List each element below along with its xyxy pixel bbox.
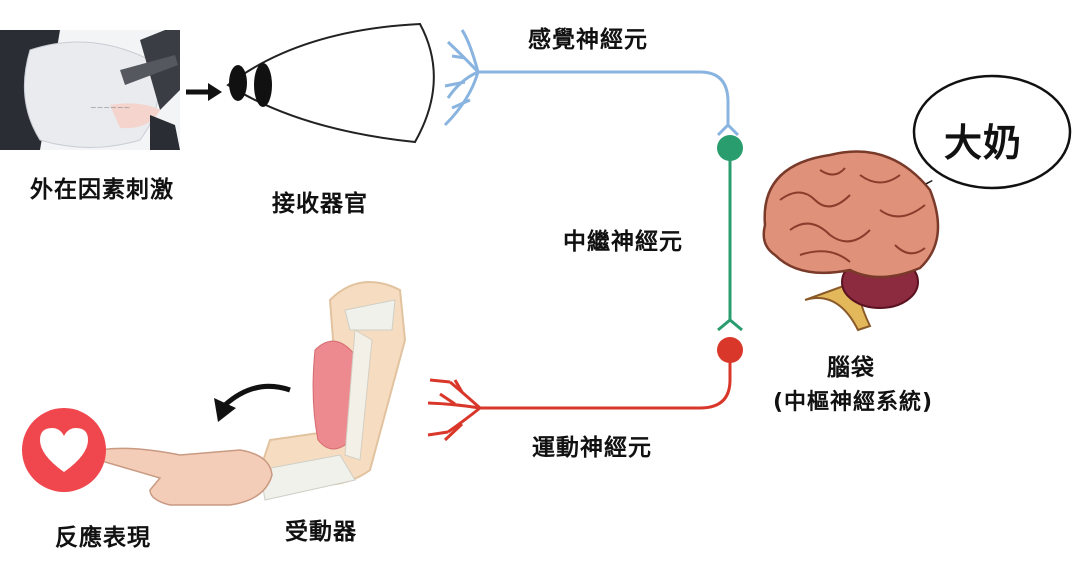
arm-illustration (258, 281, 407, 501)
pointing-hand (97, 447, 273, 506)
svg-text:~~~~~~: ~~~~~~ (90, 103, 130, 112)
response-label: 反應表現 (55, 525, 151, 551)
stimulus-photo: ~~~~~~ (0, 30, 180, 150)
brain-label: 腦袋 (827, 355, 875, 381)
sensory-neuron-label: 感覺神經元 (528, 27, 648, 53)
effector-label: 受動器 (285, 519, 357, 545)
speech-bubble-text: 大奶 (944, 121, 1023, 165)
brain-icon (762, 150, 940, 332)
interneuron (717, 135, 743, 332)
curved-arrow-icon (214, 383, 291, 422)
arrow-right-icon (186, 83, 222, 101)
eye-icon (226, 22, 435, 144)
motor-neuron (427, 337, 743, 442)
external-stimulus-label: 外在因素刺激 (30, 177, 174, 203)
heart-icon (22, 408, 106, 492)
receptor-label: 接收器官 (272, 191, 368, 217)
motor-neuron-label: 運動神經元 (532, 435, 652, 461)
sensory-neuron (443, 29, 740, 137)
interneuron-label: 中繼神經元 (563, 229, 683, 255)
cns-label: (中樞神經系統) (773, 390, 934, 415)
